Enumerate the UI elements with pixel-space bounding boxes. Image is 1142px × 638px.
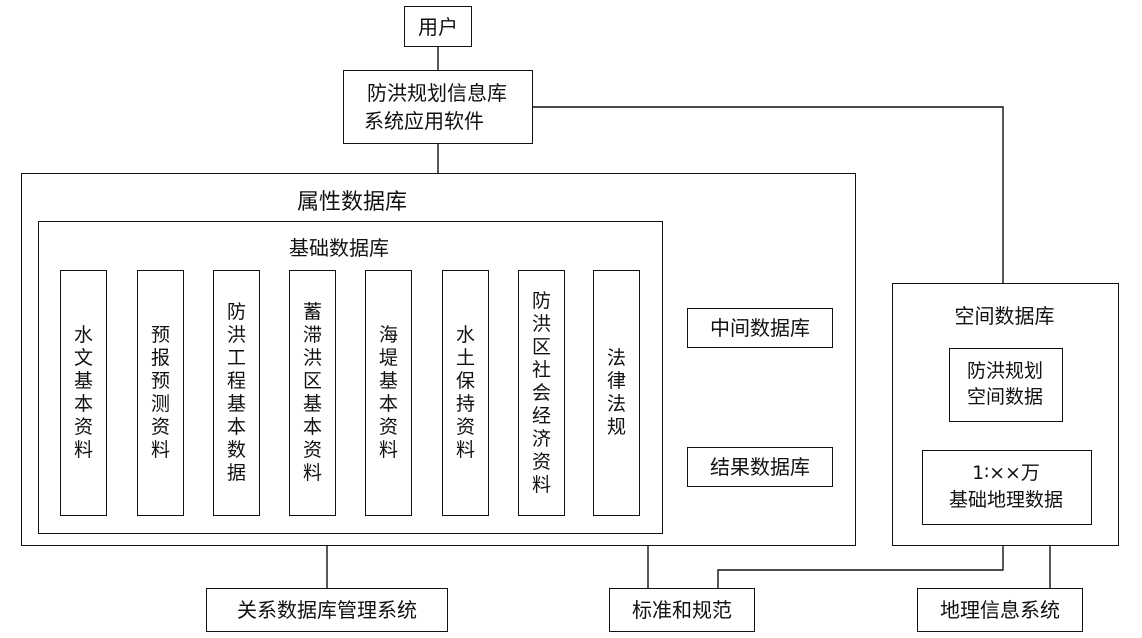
column-seawall: 海堤基本资料 xyxy=(365,270,412,516)
column-hydrology-label: 水文基本资料 xyxy=(73,324,93,461)
gis-label: 地理信息系统 xyxy=(940,598,1060,622)
intermediate-database-box: 中间数据库 xyxy=(687,308,833,348)
result-database-box: 结果数据库 xyxy=(687,447,833,487)
standards-label: 标准和规范 xyxy=(632,598,732,622)
basic-geographic-line-2: 基础地理数据 xyxy=(948,489,1063,511)
column-detention-area-label: 蓄滞洪区基本资料 xyxy=(302,301,322,484)
planning-spatial-data-box: 防洪规划 空间数据 xyxy=(949,348,1063,422)
column-socioeconomic: 防洪区社会经济资料 xyxy=(518,270,565,516)
software-line-2: 系统应用软件 xyxy=(364,109,484,133)
application-software-box: 防洪规划信息库 系统应用软件 xyxy=(343,70,533,144)
line-software-spatial xyxy=(533,106,1004,283)
column-soil-conservation: 水土保持资料 xyxy=(442,270,489,516)
user-label: 用户 xyxy=(418,14,458,39)
intermediate-database-label: 中间数据库 xyxy=(710,316,810,340)
column-seawall-label: 海堤基本资料 xyxy=(378,324,398,461)
user-box: 用户 xyxy=(404,6,472,47)
planning-spatial-line-2: 空间数据 xyxy=(966,386,1043,408)
column-forecast-label: 预报预测资料 xyxy=(150,324,170,461)
basic-database-title: 基础数据库 xyxy=(289,236,389,260)
basic-geographic-line-1: 1∶××万 xyxy=(972,462,1040,484)
attribute-database-box: 属性数据库 基础数据库 水文基本资料 预报预测资料 防洪工程基本数据 蓄滞洪区基… xyxy=(21,173,856,546)
column-laws-regulations-label: 法律法规 xyxy=(606,347,626,438)
column-soil-conservation-label: 水土保持资料 xyxy=(455,324,475,461)
column-flood-engineering-label: 防洪工程基本数据 xyxy=(226,301,246,484)
column-hydrology: 水文基本资料 xyxy=(60,270,107,516)
attribute-database-title: 属性数据库 xyxy=(296,190,407,215)
planning-spatial-line-1: 防洪规划 xyxy=(966,360,1043,382)
gis-box: 地理信息系统 xyxy=(917,588,1083,632)
basic-database-box: 基础数据库 水文基本资料 预报预测资料 防洪工程基本数据 蓄滞洪区基本资料 海堤… xyxy=(38,221,663,534)
basic-geographic-data-box: 1∶××万 基础地理数据 xyxy=(922,450,1092,525)
column-laws-regulations: 法律法规 xyxy=(593,270,640,516)
rdbms-box: 关系数据库管理系统 xyxy=(206,588,448,632)
column-flood-engineering: 防洪工程基本数据 xyxy=(213,270,260,516)
spatial-database-title: 空间数据库 xyxy=(954,304,1055,328)
column-forecast: 预报预测资料 xyxy=(137,270,184,516)
line-spatial-standards xyxy=(717,546,1004,588)
column-detention-area: 蓄滞洪区基本资料 xyxy=(289,270,336,516)
result-database-label: 结果数据库 xyxy=(710,455,810,479)
column-socioeconomic-label: 防洪区社会经济资料 xyxy=(531,289,551,496)
software-line-1: 防洪规划信息库 xyxy=(367,81,507,105)
spatial-database-box: 空间数据库 防洪规划 空间数据 1∶××万 基础地理数据 xyxy=(892,283,1119,546)
rdbms-label: 关系数据库管理系统 xyxy=(237,598,417,622)
standards-box: 标准和规范 xyxy=(609,588,755,632)
